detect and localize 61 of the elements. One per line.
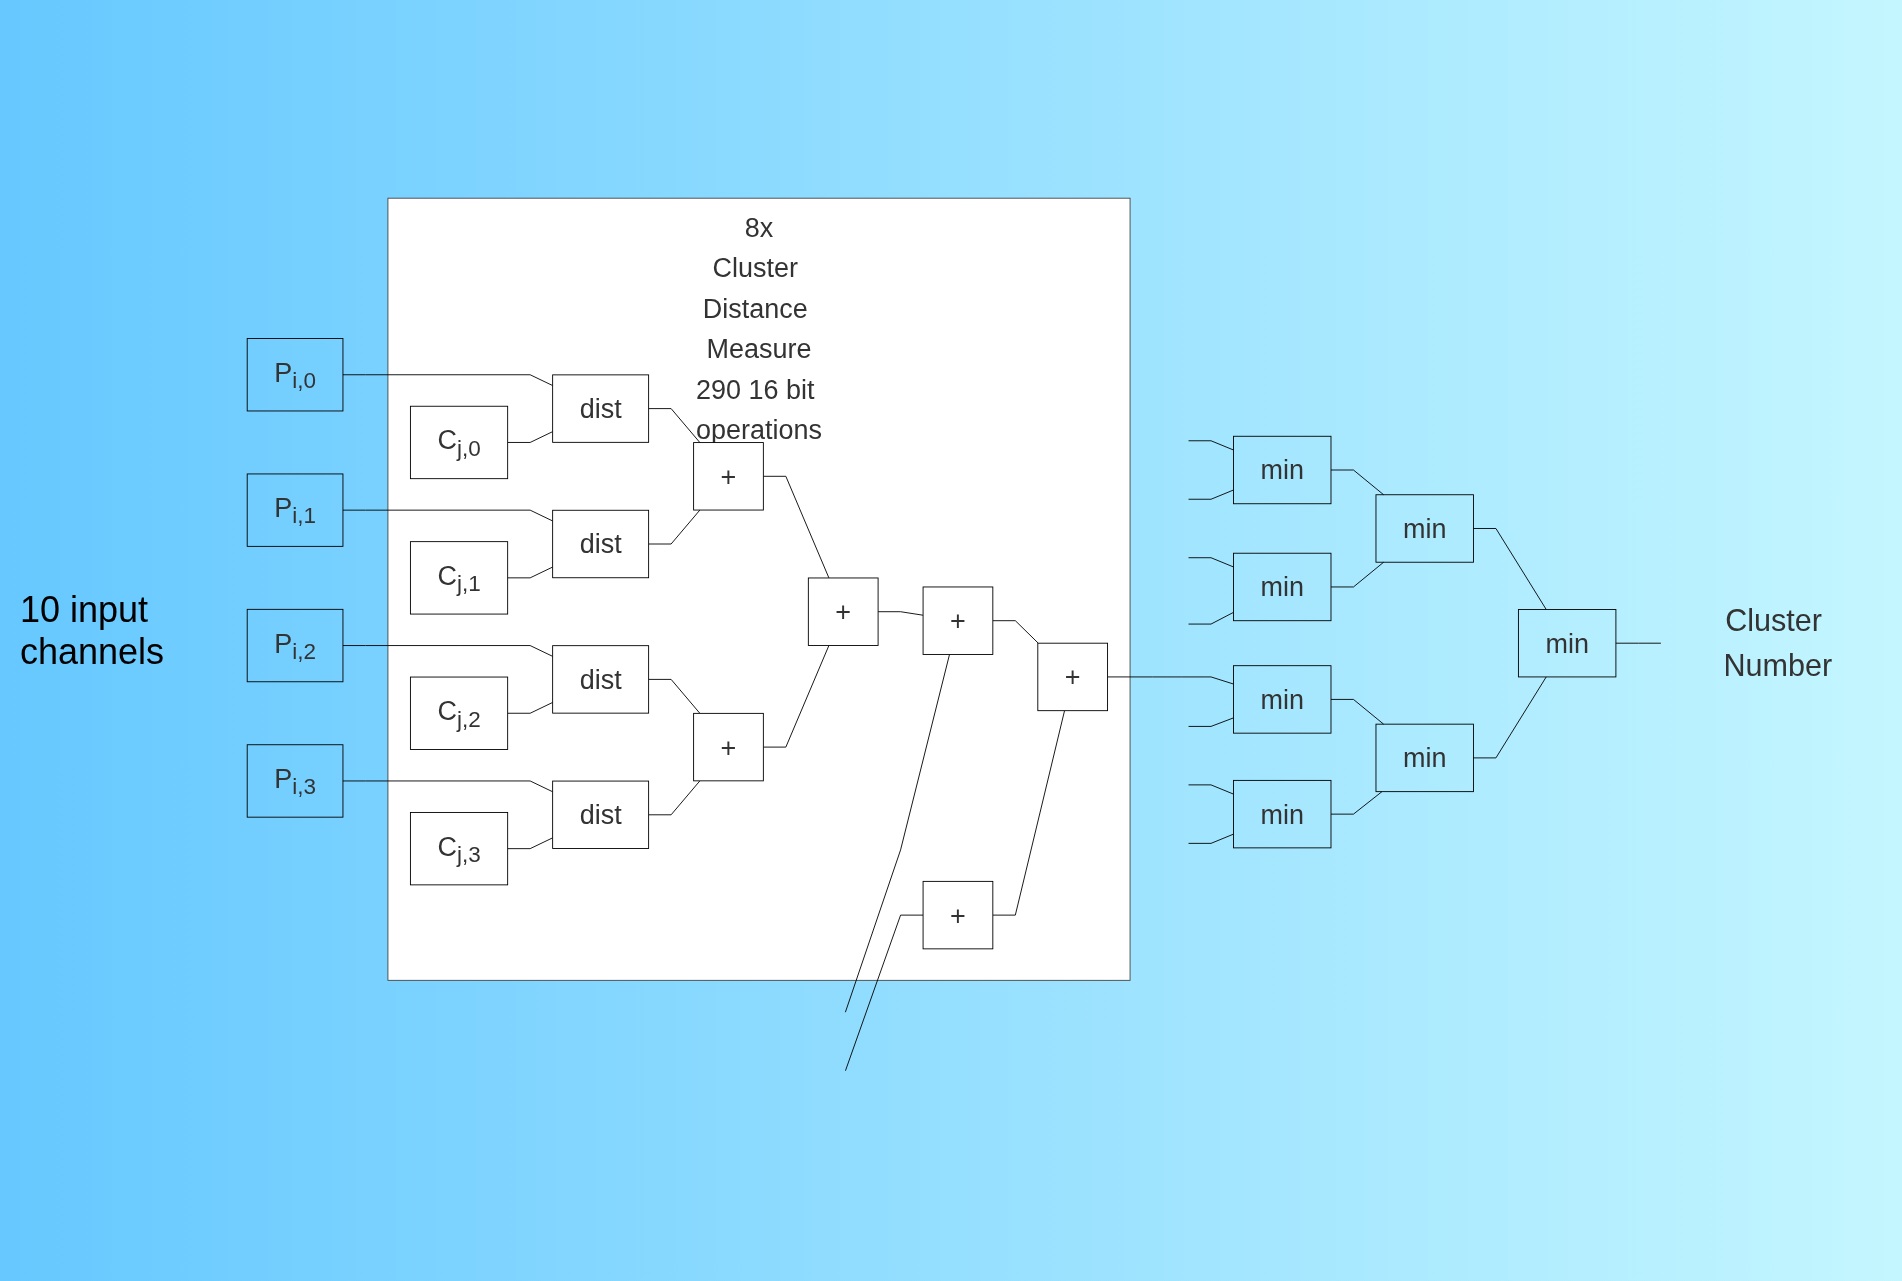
connector [342,509,554,521]
node-box: C$_{j,3}$ [409,811,509,885]
node-box: + [693,441,764,510]
connector [1188,716,1234,727]
node-box: min [1518,608,1617,677]
node-box: dist [552,509,650,578]
connector [1330,698,1385,725]
connector [648,678,701,714]
connector [1473,527,1547,610]
node-box: + [807,577,879,646]
connector [762,644,830,748]
node-box: + [922,586,994,655]
node-box: + [693,712,764,781]
node-box: min [1233,435,1332,504]
node-box: dist [552,373,650,443]
connector [507,430,554,443]
node-box: min [1233,552,1332,621]
connector [342,644,554,657]
connector [1107,675,1234,684]
connector [762,475,830,578]
connector [1330,790,1383,815]
connector [1188,833,1234,844]
connector [844,653,950,1013]
node-box: min [1233,664,1332,734]
connector [648,509,701,544]
node-box: P$_{i,1}$ [246,473,344,547]
node-box: P$_{i,0}$ [246,337,344,411]
connector [342,373,554,386]
node-box: C$_{j,1}$ [409,540,509,615]
node-box: + [922,880,994,949]
connector [1330,469,1385,495]
node-box: min [1233,779,1332,848]
node-box: + [1037,642,1108,711]
connector [1473,675,1547,758]
connector [877,610,924,616]
node-box: P$_{i,2}$ [246,608,344,682]
node-box: dist [552,644,650,714]
connector [1330,561,1385,587]
node-box: min [1375,723,1474,792]
connector [507,566,554,578]
connector [1188,489,1234,500]
connector [992,619,1039,644]
connector [1188,611,1234,625]
node-text: Cluster Number [1723,602,1833,683]
connector [845,914,924,1071]
node-box: dist [552,780,650,849]
node-box: min [1375,493,1474,563]
connector [507,836,554,849]
connector [648,779,701,815]
connector [1188,556,1234,567]
node-box: C$_{j,2}$ [409,676,509,750]
node-box: P$_{i,3}$ [246,743,344,818]
connector [1615,642,1662,644]
connector [648,407,701,443]
connector [1188,783,1234,795]
connector [992,709,1065,916]
note-text: 10 input channels [20,588,166,673]
connector [507,701,554,714]
node-box: C$_{j,0}$ [409,405,509,479]
connector [342,780,554,792]
connector [1188,439,1234,450]
